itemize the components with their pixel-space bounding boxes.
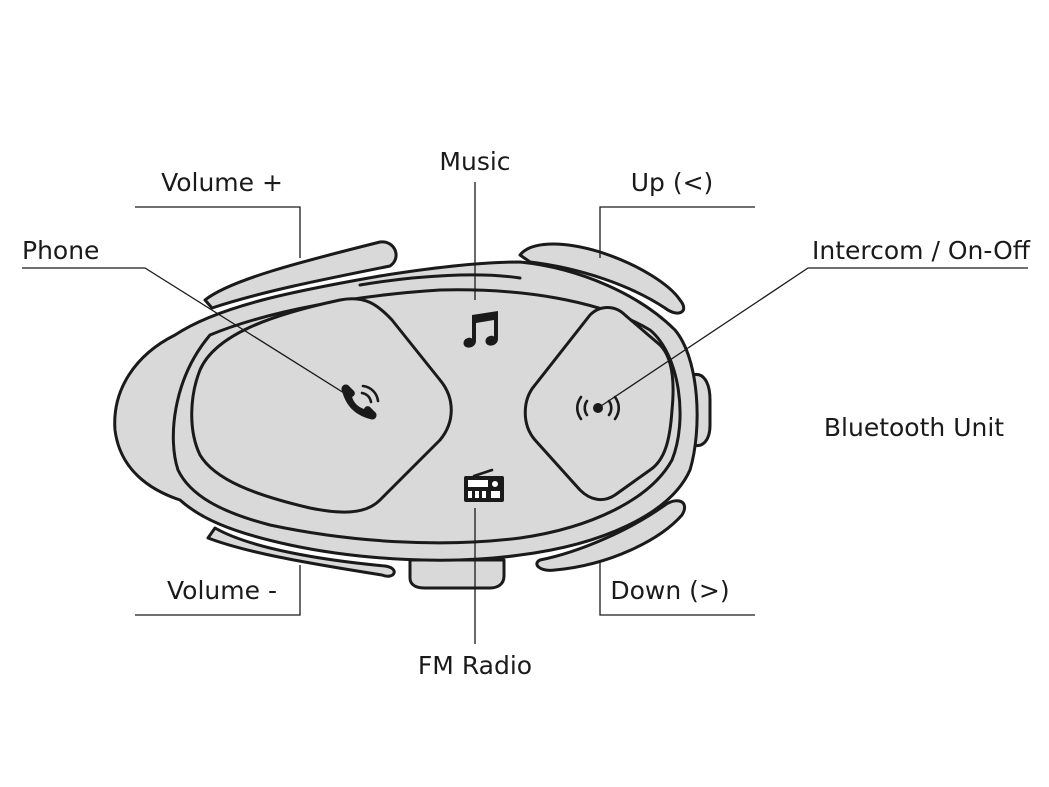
volume-down-rocker[interactable] (206, 526, 396, 578)
volume-up-rocker[interactable] (203, 240, 398, 310)
leader-volume-down (135, 565, 301, 616)
label-fm-radio: FM Radio (418, 651, 532, 680)
music-note-icon (463, 311, 498, 348)
up-rocker[interactable] (518, 242, 686, 315)
label-down: Down (>) (610, 576, 729, 605)
radio-icon (464, 468, 504, 502)
label-volume-up: Volume + (161, 168, 283, 197)
inner-rim (171, 288, 682, 545)
label-up: Up (<) (631, 168, 714, 197)
leader-lines (22, 182, 1028, 644)
device-body (113, 240, 712, 590)
bottom-connector (408, 558, 506, 590)
phone-button[interactable] (190, 297, 453, 514)
label-intercom: Intercom / On-Off (812, 236, 1031, 265)
down-rocker[interactable] (535, 499, 687, 572)
leader-down (599, 562, 755, 616)
leader-volume-up (135, 206, 301, 258)
center-seam (358, 273, 522, 287)
phone-icon (341, 384, 380, 420)
label-volume-down: Volume - (167, 576, 277, 605)
label-phone: Phone (22, 236, 99, 265)
label-music: Music (439, 147, 510, 176)
leader-up (599, 206, 755, 258)
leader-phone (22, 267, 353, 399)
leader-intercom (597, 267, 1028, 409)
label-bluetooth-unit: Bluetooth Unit (824, 413, 1004, 442)
